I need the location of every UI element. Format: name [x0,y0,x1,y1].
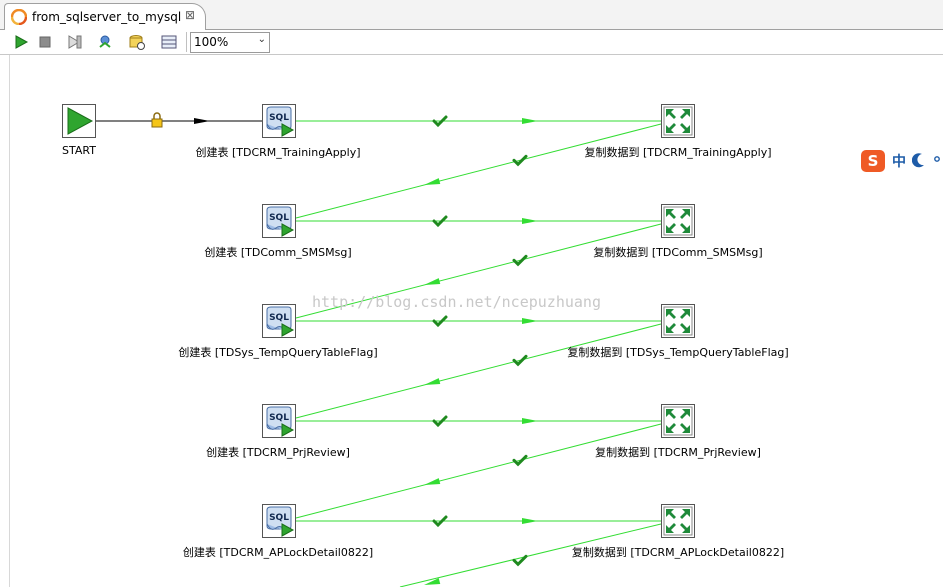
copy-data-label: 复制数据到 [TDCRM_TrainingApply] [584,146,772,159]
run-icon[interactable] [12,33,30,51]
success-check-icon [512,454,528,467]
copy-data-label: 复制数据到 [TDCRM_APLockDetail0822] [571,546,785,559]
svg-text:SQL: SQL [269,313,289,323]
create-table-node[interactable]: SQL [262,104,296,138]
toolbar-separator [186,32,187,52]
copy-data-node[interactable] [661,504,695,538]
svg-text:SQL: SQL [269,413,289,423]
success-check-icon [512,254,528,267]
chevron-down-icon[interactable]: ⌄ [257,34,266,45]
zoom-value: 100% [194,35,229,49]
preview-icon[interactable] [66,33,84,51]
sql-script-icon: SQL [262,404,296,438]
debug-icon[interactable] [96,33,114,51]
svg-text:SQL: SQL [269,113,289,123]
copy-data-node[interactable] [661,104,695,138]
hop-arrow-icon [522,218,538,224]
sql-script-icon: SQL [262,504,296,538]
hop-arrow-icon [424,578,441,586]
copy-tables-icon [661,504,695,538]
sql-script-icon: SQL [262,304,296,338]
start-icon [62,104,96,138]
moon-icon [911,152,926,171]
transformation-toolbar: 100% ⌄ [0,30,943,55]
tab-title: from_sqlserver_to_mysql [32,10,182,24]
svg-text:SQL: SQL [269,213,289,223]
close-tab-icon[interactable]: ⊠ [185,8,196,22]
copy-data-label: 复制数据到 [TDComm_SMSMsg] [593,246,763,259]
copy-data-label: 复制数据到 [TDCRM_PrjReview] [595,446,761,459]
zoom-select[interactable]: 100% ⌄ [190,32,270,53]
stop-icon[interactable] [36,33,54,51]
hop-arrow-icon [424,278,441,286]
transformation-icon [10,8,28,26]
start-label: START [62,144,96,157]
create-table-node[interactable]: SQL [262,204,296,238]
create-table-label: 创建表 [TDComm_SMSMsg] [204,246,352,259]
hop-arrow-icon [522,118,538,124]
results-icon[interactable] [160,33,178,51]
svg-text:S: S [868,152,879,170]
svg-text:SQL: SQL [269,513,289,523]
copy-data-node[interactable] [661,404,695,438]
editor-tab-bar: from_sqlserver_to_mysql ⊠ [0,0,943,30]
success-check-icon [432,115,448,128]
create-table-label: 创建表 [TDSys_TempQueryTableFlag] [178,346,378,359]
copy-tables-icon [661,104,695,138]
hop-arrow-icon [424,378,441,386]
tab-from-sqlserver-to-mysql[interactable]: from_sqlserver_to_mysql ⊠ [4,3,206,30]
copy-tables-icon [661,204,695,238]
sql-script-icon: SQL [262,204,296,238]
create-table-label: 创建表 [TDCRM_TrainingApply] [195,146,361,159]
canvas-left-border [9,55,10,587]
ime-mode: 中 [892,154,906,170]
watermark: http://blog.csdn.net/ncepuzhuang [312,293,601,311]
success-check-icon [432,315,448,328]
copy-tables-icon [661,404,695,438]
hop-arrow-icon [424,178,441,186]
create-table-label: 创建表 [TDCRM_APLockDetail0822] [182,546,374,559]
hop-copy-to-next-create[interactable] [399,523,662,587]
dot-icon [934,154,942,167]
create-table-node[interactable]: SQL [262,404,296,438]
sogou-ime-icon: S [860,149,886,176]
copy-data-label: 复制数据到 [TDSys_TempQueryTableFlag] [567,346,789,359]
success-check-icon [432,415,448,428]
start-node[interactable] [62,104,96,138]
check-icon[interactable] [128,33,146,51]
copy-data-node[interactable] [661,204,695,238]
hop-arrow-icon [424,478,441,486]
success-check-icon [512,354,528,367]
hop-arrow-icon [194,118,210,124]
hop-arrow-icon [522,418,538,424]
success-check-icon [512,154,528,167]
create-table-node[interactable]: SQL [262,504,296,538]
copy-tables-icon [661,304,695,338]
success-check-icon [432,215,448,228]
hop-copy-to-next-create[interactable] [295,323,662,419]
success-check-icon [432,515,448,528]
sql-script-icon: SQL [262,104,296,138]
hop-arrow-icon [522,518,538,524]
hop-copy-to-next-create[interactable] [295,223,662,319]
hop-copy-to-next-create[interactable] [295,123,662,219]
create-table-label: 创建表 [TDCRM_PrjReview] [206,446,350,459]
hop-copy-to-next-create[interactable] [295,423,662,519]
success-check-icon [512,554,528,567]
copy-data-node[interactable] [661,304,695,338]
ime-indicator[interactable]: S 中 [858,148,943,174]
hop-arrow-icon [522,318,538,324]
create-table-node[interactable]: SQL [262,304,296,338]
unconditional-lock-icon [151,112,163,128]
